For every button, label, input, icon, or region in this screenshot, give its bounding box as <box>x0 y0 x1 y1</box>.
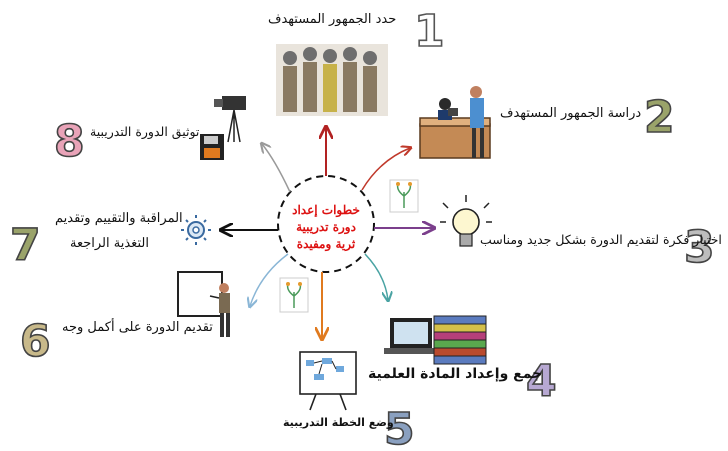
center-title-line-3: ثرية ومفيدة <box>296 237 356 251</box>
step-7-label-line-2: التغذية الراجعة <box>70 236 149 251</box>
gear-icon <box>181 215 211 245</box>
step-5-label: وضع الخطة التدريبية <box>283 416 394 429</box>
step-4-label: جمع وإعداد المادة العلمية <box>368 366 543 382</box>
camera-icon <box>214 96 246 143</box>
svg-text:6: 6 <box>20 316 51 367</box>
step-1-label: حدد الجمهور المستهدف <box>268 12 397 27</box>
arrow-step-2 <box>361 148 410 191</box>
svg-text:7: 7 <box>10 220 41 271</box>
svg-text:4: 4 <box>526 356 557 407</box>
svg-text:2: 2 <box>644 92 675 143</box>
step-number-7: 7 <box>9 219 41 272</box>
step-2-label: دراسة الجمهور المستهدف <box>500 106 642 121</box>
center-title-line-2: دورة تدريبية <box>296 220 356 234</box>
arrow-step-4 <box>364 253 388 300</box>
lightbulb-icon <box>440 195 492 247</box>
step-3-label: اختيار فكرة لتقديم الدورة بشكل جديد ومنا… <box>480 232 722 247</box>
floppy-disk-icon <box>200 134 224 160</box>
step-number-8: 8 <box>53 115 85 168</box>
svg-text:5: 5 <box>384 404 415 451</box>
step-number-5: 5 <box>383 403 415 451</box>
step-number-2: 2 <box>643 91 675 144</box>
center-title-line-1: خطوات إعداد <box>292 203 360 217</box>
tree-logo-icon <box>279 277 309 313</box>
presenter-icon <box>177 271 230 337</box>
svg-text:1: 1 <box>414 6 445 57</box>
step-7-label-line-1: المراقبة والتقييم وتقديم <box>55 211 183 226</box>
plan-board-icon <box>299 351 357 411</box>
svg-text:3: 3 <box>684 222 715 273</box>
books-laptop-icon <box>384 315 487 365</box>
arrow-step-6 <box>250 253 289 306</box>
svg-text:8: 8 <box>54 116 85 167</box>
tree-logo-icon <box>389 179 419 213</box>
step-number-6: 6 <box>19 315 51 368</box>
step-number-3: 3 <box>683 221 715 274</box>
crowd-icon <box>276 44 388 116</box>
step-8-label: توثيق الدورة التدريبية <box>90 124 200 139</box>
center-circle <box>277 175 375 273</box>
step-number-1: 1 <box>413 5 445 58</box>
step-number-4: 4 <box>525 355 557 408</box>
step-6-label: تقديم الدورة على أكمل وجه <box>62 320 213 335</box>
researcher-icon <box>419 86 491 159</box>
arrow-step-8 <box>262 144 291 193</box>
